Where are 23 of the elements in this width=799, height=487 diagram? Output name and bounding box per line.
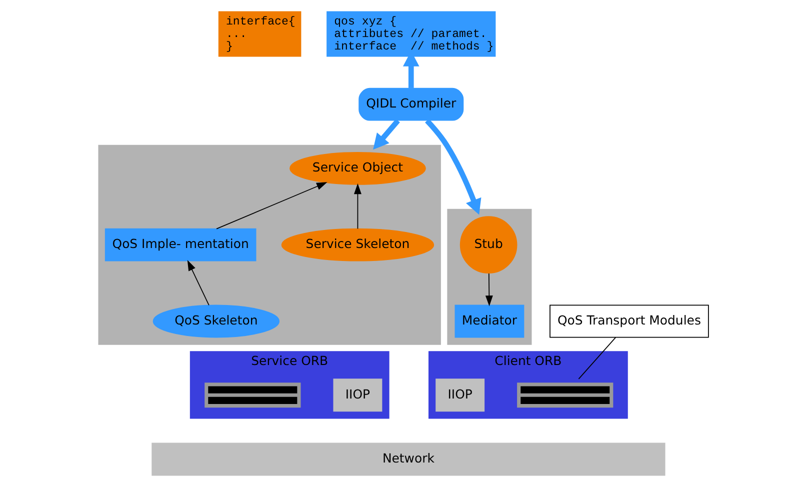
node-box: Mediator bbox=[454, 304, 524, 338]
node-box: IIOP bbox=[435, 378, 484, 412]
arrow bbox=[353, 183, 361, 230]
arrow bbox=[216, 182, 327, 230]
arrow bbox=[424, 118, 481, 215]
cluster bbox=[446, 208, 532, 345]
node-ellipse: Service Object bbox=[289, 152, 426, 185]
node-ellipse: Service Skeleton bbox=[280, 228, 434, 262]
node-box: Network bbox=[151, 442, 665, 476]
node-box: IIOP bbox=[332, 378, 382, 412]
node-box: qos xyz { attributes // paramet. interface // methods } bbox=[326, 11, 496, 57]
node-box: interface{ ... } bbox=[218, 11, 301, 57]
cluster bbox=[98, 144, 440, 345]
node-box bbox=[204, 382, 300, 408]
arrow bbox=[484, 273, 492, 306]
node-box bbox=[516, 382, 613, 408]
node-box: QIDL Compiler bbox=[358, 88, 464, 121]
node-circle: Stub bbox=[459, 216, 517, 274]
arrow bbox=[372, 118, 400, 150]
node-box: QoS Transport Modules bbox=[549, 304, 708, 338]
arrow bbox=[186, 260, 209, 306]
node-ellipse: QoS Skeleton bbox=[152, 304, 280, 338]
node-box: QoS Imple- mentation bbox=[104, 228, 256, 262]
